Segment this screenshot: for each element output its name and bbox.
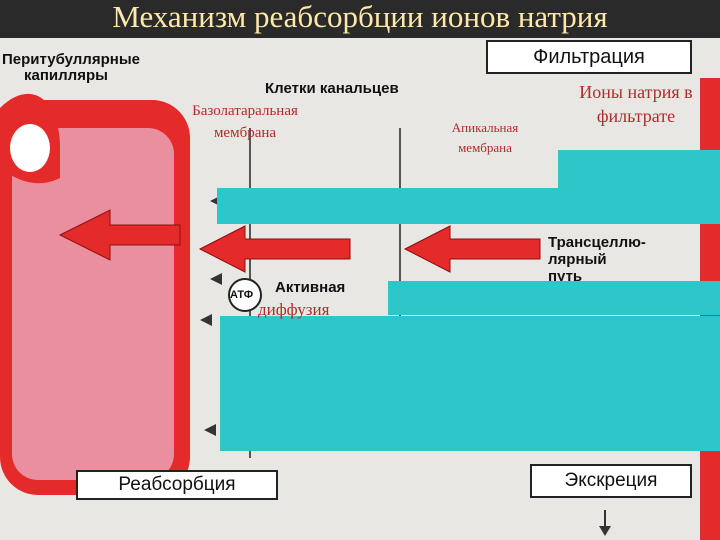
overlay-block-top-right bbox=[558, 150, 720, 188]
arrow-apical bbox=[403, 225, 541, 273]
apical-line-1: Апикальная bbox=[451, 120, 519, 135]
tubule-cells-label: Клетки канальцев bbox=[265, 80, 399, 97]
diffusion-label: диффузия bbox=[258, 300, 330, 319]
arrow-basolateral bbox=[198, 225, 351, 273]
title-bar: Механизм реабсорбции ионов натрия bbox=[0, 0, 720, 38]
atp-circle bbox=[228, 278, 262, 312]
apical-label: Апикальная мембрана bbox=[430, 118, 540, 158]
basolateral-line-1: Базолатаральная bbox=[192, 103, 298, 119]
peritubular-line-2: капилляры bbox=[24, 67, 108, 84]
excretion-box: Экскреция bbox=[530, 464, 692, 498]
basolateral-label: Базолатаральная мембрана bbox=[165, 100, 325, 144]
transcellular-label: Трансцеллю- лярный путь bbox=[548, 234, 646, 285]
diagram-graphics bbox=[0, 78, 720, 540]
overlay-block-middle bbox=[388, 281, 720, 315]
excretion-arrow-head bbox=[599, 526, 611, 536]
diagram-stage: Перитубуллярные капилляры Клетки канальц… bbox=[0, 38, 720, 540]
apical-line-2: мембрана bbox=[458, 140, 512, 155]
sodium-filtrate-line-2: фильтрате bbox=[596, 106, 676, 126]
small-arrow-2 bbox=[210, 273, 222, 285]
slide-title: Механизм реабсорбции ионов натрия bbox=[112, 0, 608, 34]
atp-label: АТФ bbox=[230, 289, 254, 301]
transcellular-line-1: Трансцеллю- bbox=[548, 234, 646, 251]
active-label: Активная bbox=[275, 279, 346, 296]
basolateral-line-2: мембрана bbox=[213, 125, 277, 141]
transcellular-line-3: путь bbox=[548, 268, 583, 285]
filtration-box: Фильтрация bbox=[486, 40, 692, 74]
capillary-lumen bbox=[12, 128, 174, 480]
small-arrow-3 bbox=[200, 314, 212, 326]
peritubular-label: Перитубуллярные капилляры bbox=[2, 52, 140, 84]
peritubular-line-1: Перитубуллярные bbox=[2, 51, 140, 68]
overlay-block-lower bbox=[220, 316, 720, 451]
overlay-block-upper bbox=[217, 188, 720, 224]
sodium-filtrate-line-1: Ионы натрия в bbox=[579, 82, 693, 102]
sodium-filtrate-label: Ионы натрия в фильтрате bbox=[552, 80, 720, 128]
capillary-loop-hole bbox=[10, 124, 50, 172]
transcellular-line-2: лярный bbox=[548, 251, 607, 268]
reabsorption-box: Реабсорбция bbox=[76, 470, 278, 500]
arrow-into-capillary bbox=[58, 209, 181, 261]
small-arrow-4 bbox=[204, 424, 216, 436]
